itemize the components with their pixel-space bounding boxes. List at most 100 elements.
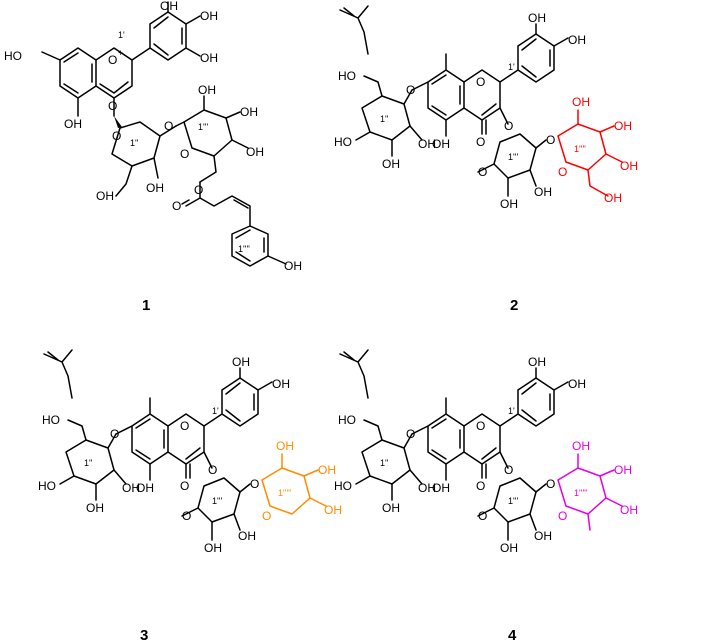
o-label: O: [194, 183, 203, 197]
oh-label: OH: [528, 11, 546, 25]
charge-label: +: [118, 48, 123, 58]
oh-label: OH: [620, 159, 638, 173]
oh-label: OH: [284, 259, 302, 273]
compound-4: OH OH OH O 1''''' OH OH O O OH O O HO HO…: [334, 349, 638, 644]
o-label: O: [478, 509, 487, 523]
oh-label: OH: [324, 503, 342, 517]
o-label: O: [504, 463, 513, 477]
oh-label: HO: [338, 413, 356, 427]
oh-label: HO: [42, 413, 60, 427]
o-plus-label: O: [108, 53, 117, 67]
oh-label: OH: [572, 95, 590, 109]
o-label: O: [476, 479, 485, 493]
o-label: O: [478, 165, 487, 179]
oh-label: OH: [432, 481, 450, 495]
oh-label: OH: [614, 119, 632, 133]
compound-1: HO OH OH OH OH O + O O O O OH OH OH OH O…: [4, 0, 302, 314]
oh-label: HO: [4, 49, 22, 63]
o-label: O: [406, 427, 415, 441]
o-label: O: [476, 75, 485, 89]
oh-label: OH: [432, 137, 450, 151]
oh-label: OH: [614, 463, 632, 477]
oh-label: HO: [334, 479, 352, 493]
position-label: 1'': [130, 138, 139, 148]
position-label: 1''': [198, 122, 208, 132]
oh-label: OH: [246, 145, 264, 159]
compound-2-sugar: OH OH OH OH O 1'''': [557, 95, 638, 205]
oh-label: OH: [568, 377, 586, 391]
oh-label: OH: [534, 529, 552, 543]
position-label: 1'''': [238, 244, 250, 254]
compound-number: 3: [140, 627, 148, 644]
o-label: O: [476, 135, 485, 149]
oh-label: OH: [136, 481, 154, 495]
o-label: O: [180, 419, 189, 433]
oh-label: OH: [272, 377, 290, 391]
compound-3: OH OH OH O 1''''' OH OH O O OH O O HO HO…: [38, 349, 342, 644]
position-label: 1''': [508, 152, 518, 162]
o-label: O: [180, 479, 189, 493]
position-label: 1'': [380, 114, 389, 124]
o-label: O: [164, 119, 173, 133]
o-label: O: [172, 199, 181, 213]
oh-label: OH: [382, 157, 400, 171]
position-label: 1'': [84, 458, 93, 468]
oh-label: OH: [318, 463, 336, 477]
o-label: O: [546, 477, 555, 491]
position-label: 1': [212, 406, 219, 416]
compound-2: OH OH OH OH O 1'''' OH OH O O OH O O HO …: [334, 5, 638, 314]
compound-number: 2: [510, 297, 518, 314]
oh-label: HO: [334, 135, 352, 149]
o-label: O: [476, 419, 485, 433]
oh-label: OH: [204, 541, 222, 555]
oh-label: OH: [232, 355, 250, 369]
oh-label: OH: [534, 185, 552, 199]
oh-label: OH: [382, 501, 400, 515]
oh-label: OH: [86, 501, 104, 515]
position-label: 1': [118, 30, 125, 40]
o-label: O: [504, 119, 513, 133]
compound-number: 4: [508, 627, 517, 644]
oh-label: OH: [240, 105, 258, 119]
oh-label: OH: [572, 439, 590, 453]
oh-label: OH: [160, 0, 178, 13]
o-label: O: [208, 463, 217, 477]
o-label: O: [546, 133, 555, 147]
position-label: 1': [508, 406, 515, 416]
oh-label: OH: [568, 33, 586, 47]
oh-label: OH: [528, 355, 546, 369]
oh-label: OH: [200, 51, 218, 65]
compound-3-sugar: OH OH OH O 1''''': [261, 439, 342, 523]
position-label: 1''''': [278, 488, 292, 498]
oh-label: HO: [38, 479, 56, 493]
oh-label: OH: [64, 117, 82, 131]
oh-label: OH: [96, 189, 114, 203]
oh-label: OH: [122, 481, 140, 495]
position-label: 1': [508, 62, 515, 72]
position-label: 1''''': [574, 488, 588, 498]
oh-label: OH: [418, 481, 436, 495]
o-label: O: [108, 99, 117, 113]
o-label: O: [558, 509, 567, 523]
oh-label: OH: [238, 529, 256, 543]
position-label: 1''': [212, 496, 222, 506]
compound-4-sugar: OH OH OH O 1''''': [557, 439, 638, 531]
oh-label: OH: [500, 541, 518, 555]
o-label: O: [250, 477, 259, 491]
position-label: 1'': [380, 458, 389, 468]
o-label: O: [182, 509, 191, 523]
compound-number: 1: [142, 297, 150, 314]
position-label: 1'''': [574, 144, 586, 154]
o-label: O: [262, 509, 271, 523]
o-label: O: [180, 147, 189, 161]
oh-label: OH: [198, 83, 216, 97]
oh-label: OH: [146, 181, 164, 195]
oh-label: OH: [500, 197, 518, 211]
oh-label: OH: [200, 9, 218, 23]
o-label: O: [406, 83, 415, 97]
oh-label: OH: [620, 503, 638, 517]
oh-label: OH: [276, 439, 294, 453]
o-label: O: [110, 427, 119, 441]
oh-label: OH: [418, 137, 436, 151]
